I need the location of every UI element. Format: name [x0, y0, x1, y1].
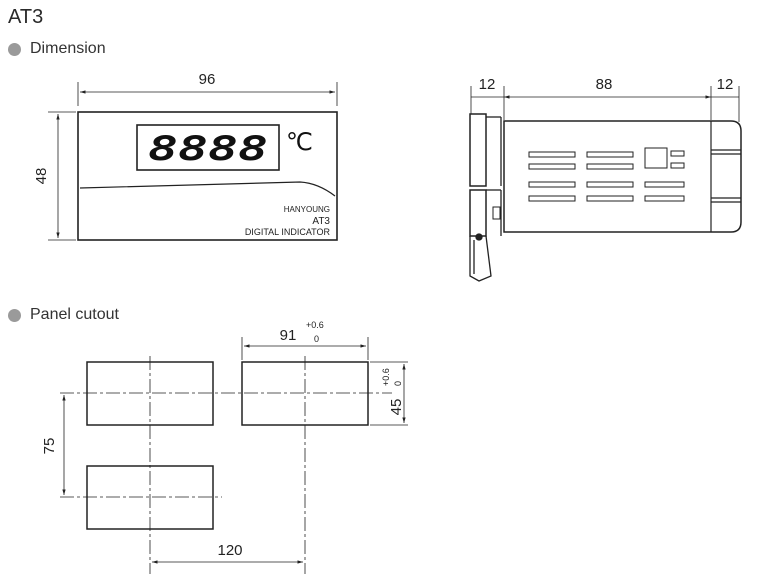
model-label: AT3	[312, 216, 330, 227]
main-body	[503, 120, 742, 233]
vertical-pitch-label: 75	[41, 438, 58, 455]
display-digits: 8888	[148, 129, 268, 169]
cutout-width-tol-upper: +0.6	[306, 320, 324, 330]
horizontal-pitch-label: 120	[217, 542, 242, 559]
cutout-height-tol-lower: 0	[393, 381, 403, 386]
section-dimension: Dimension	[8, 40, 106, 58]
section-panel-cutout: Panel cutout	[8, 306, 119, 324]
front-depth-label: 12	[479, 76, 496, 93]
mounting-clip	[492, 206, 501, 220]
label-window	[644, 147, 668, 169]
section-dimension-label: Dimension	[30, 40, 106, 57]
cutout-height-tol-upper: +0.6	[381, 368, 391, 386]
unit-symbol: ℃	[286, 129, 313, 156]
cutout-width-label: 91	[280, 327, 297, 344]
cutout-height-label: 45	[388, 399, 405, 416]
panel-cutout-drawing	[60, 337, 408, 574]
brand-label: HANYOUNG	[284, 205, 330, 214]
front-bezel	[469, 113, 487, 187]
front-width-label: 96	[199, 71, 216, 88]
bullet-icon	[8, 308, 21, 322]
section-cutout-label: Panel cutout	[30, 306, 119, 323]
display-window	[136, 124, 280, 171]
page-title: AT3	[8, 6, 44, 28]
cutout-width-tol-lower: 0	[314, 334, 319, 344]
bullet-icon	[8, 42, 21, 56]
side-view	[469, 86, 742, 282]
body-depth-label: 88	[596, 76, 613, 93]
front-height-label: 48	[33, 168, 50, 185]
rear-depth-label: 12	[717, 76, 734, 93]
front-view	[48, 82, 338, 241]
front-panel	[77, 111, 338, 241]
description-label: DIGITAL INDICATOR	[245, 227, 331, 237]
